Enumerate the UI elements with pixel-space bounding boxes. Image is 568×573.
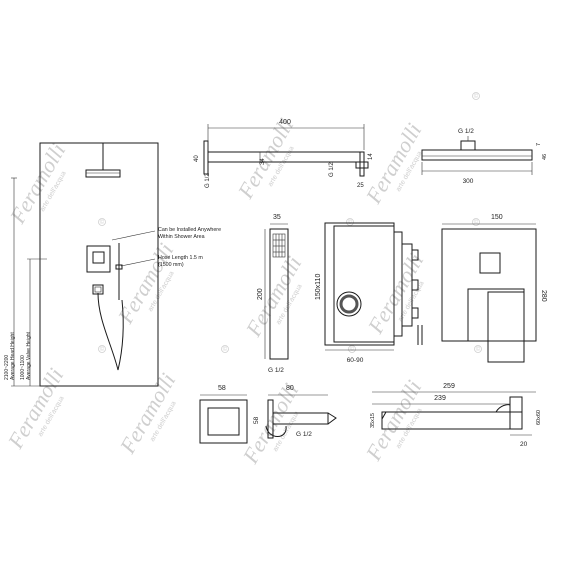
valve-box — [324, 222, 395, 346]
svg-text:©: © — [223, 346, 228, 353]
svg-text:©: © — [474, 93, 479, 100]
hand-width-dim: 35 — [273, 214, 281, 221]
head-thickness-dim: 7 — [536, 143, 542, 146]
spout-reach-dim: 239 — [434, 395, 446, 402]
svg-text:©: © — [100, 346, 105, 353]
shower-head-drawing: G 1/2 300 7 46 — [421, 128, 548, 185]
install-label-text: Can be Installed Anywhere — [158, 227, 221, 233]
spout-height-dim: 35x15 — [370, 413, 376, 428]
arm-thread-right: G 1/2 — [329, 162, 335, 177]
installation-layout-view: Can be Installed Anywhere Within Shower … — [4, 142, 223, 387]
hand-shower-body — [269, 228, 289, 360]
hose-curve — [97, 292, 124, 371]
valve-height-label: Average Valve Height — [26, 331, 32, 380]
watermark-3: Feramolli arte dell'acqua — [360, 119, 426, 209]
outlet-square-outline — [199, 399, 248, 444]
outlet-thread: G 1/2 — [296, 431, 312, 438]
valve-cover-front — [86, 245, 111, 273]
spout-wall-plate — [509, 396, 523, 430]
head-body — [421, 149, 533, 161]
hand-length-dim: 200 — [257, 288, 264, 300]
shower-wall-outline — [39, 142, 159, 387]
arm-end-connector — [359, 151, 365, 177]
cover-plate-outline — [441, 228, 537, 342]
install-label: Can be Installed Anywhere Within Shower … — [158, 227, 223, 240]
wall-outlet-drawing: 58 80 58 G 1/2 — [199, 385, 337, 444]
valve-height-dim: 1000~1100 — [20, 355, 26, 380]
watermark-5: Feramolli arte dell'acqua — [240, 252, 306, 342]
cover-height-dim: 280 — [540, 290, 547, 302]
outlet-front — [92, 284, 104, 295]
arm-tube-dim: 34 — [260, 158, 266, 165]
arm-flange-dim: 14 — [368, 153, 374, 160]
watermark-6: Feramolli arte dell'acqua — [362, 249, 428, 339]
watermark-9: Feramolli arte dell'acqua — [237, 379, 303, 469]
head-height-label: Average Head Height — [10, 332, 16, 380]
head-total-dim: 46 — [542, 154, 548, 160]
valve-size-dim: 150x110 — [315, 274, 322, 300]
valve-handle-front — [92, 251, 105, 264]
valve-depth-dim: 60-90 — [347, 357, 364, 364]
valve-cartridge — [336, 291, 362, 317]
head-width-dim: 300 — [463, 178, 474, 185]
head-connector — [460, 140, 476, 151]
head-thread: G 1/2 — [458, 128, 474, 135]
cover-width-dim: 150 — [491, 214, 503, 221]
head-height-dim: 2100~2200 — [4, 355, 10, 380]
hand-shower-drawing: 35 200 G 1/2 — [257, 214, 289, 374]
outlet-height-dim: 58 — [253, 416, 260, 424]
arm-thread-left: G 1/2 — [205, 173, 211, 188]
arm-height-dim: 40 — [194, 155, 200, 162]
spout-wall-dim: 60x60 — [536, 410, 542, 425]
outlet-hook — [265, 425, 287, 437]
spout-end-dim: 20 — [520, 441, 528, 448]
outlet-square-dim: 58 — [218, 385, 226, 392]
arm-length-dim: 400 — [279, 119, 291, 126]
cover-lever — [487, 291, 525, 363]
outlet-projection-dim: 80 — [286, 385, 294, 392]
svg-text:©: © — [474, 219, 479, 226]
shower-head-front — [85, 169, 121, 178]
cover-handle-square — [479, 252, 501, 274]
watermark-1: Feramolli arte dell'acqua — [4, 139, 70, 229]
valve-body-drawing: 150x110 60-90 — [315, 222, 423, 364]
svg-text:©: © — [100, 219, 105, 226]
spout-drawing: 259 239 35x15 60x60 20 — [370, 383, 542, 448]
outlet-inner-square — [207, 407, 240, 436]
spout-total-dim: 259 — [443, 383, 455, 390]
arm-end-dim: 25 — [357, 183, 364, 189]
arm-wall-flange — [203, 140, 209, 175]
watermark-8: Feramolli arte dell'acqua — [114, 369, 180, 459]
svg-text:©: © — [476, 346, 481, 353]
watermark-layer: Feramolli arte dell'acqua Feramolli arte… — [2, 92, 482, 469]
shower-arm-drawing: 400 40 34 14 25 G 1/2 G 1/2 — [194, 119, 374, 189]
hose-label: Hose Length 1.5 m (1500 mm) — [158, 255, 204, 268]
hand-thread: G 1/2 — [268, 367, 284, 374]
cover-plate-drawing: 150 280 — [441, 214, 547, 363]
